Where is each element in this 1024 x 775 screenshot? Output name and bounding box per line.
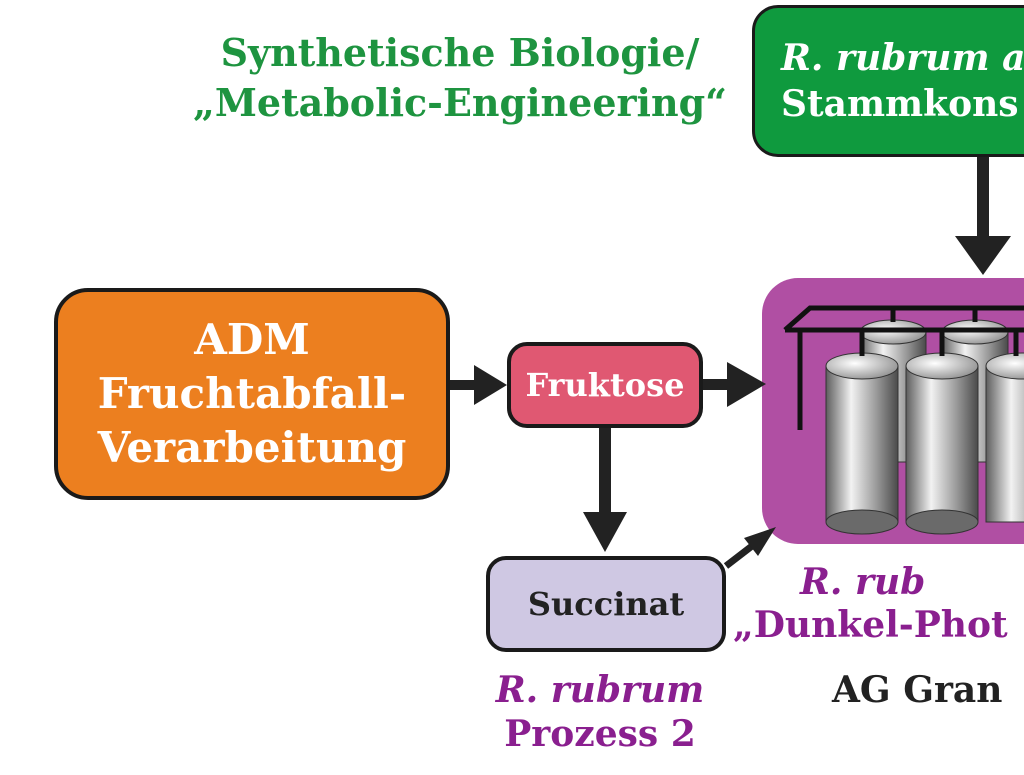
adm-line-3: Verarbeitung bbox=[97, 423, 407, 472]
adm-line-1: ADM bbox=[194, 315, 310, 364]
process-2-name: Prozess 2 bbox=[504, 713, 696, 755]
reactor-tubing bbox=[783, 305, 1024, 430]
adm-fruit-waste-box: ADM Fruchtabfall- Verarbeitung bbox=[54, 288, 450, 500]
reactor-cylinders bbox=[825, 319, 1024, 535]
strain-construction-box: R. rubrum a Stammkons bbox=[752, 5, 1024, 157]
succinate-box: Succinat bbox=[486, 556, 726, 652]
reactor-organism-label: R. rub bbox=[800, 561, 926, 603]
process-2-organism: R. rubrum bbox=[495, 669, 705, 711]
title-line-1: Synthetische Biologie/ bbox=[220, 30, 700, 75]
succinate-label: Succinat bbox=[527, 585, 685, 623]
fructose-box: Fruktose bbox=[507, 342, 703, 428]
arrow-fructose-to-reactor bbox=[703, 362, 766, 407]
arrow-adm-to-fructose bbox=[450, 365, 507, 405]
arrow-succinate-to-reactor bbox=[723, 527, 776, 569]
title-line-2: „Metabolic-Engineering“ bbox=[192, 80, 728, 125]
strain-box-line-2: Stammkons bbox=[781, 83, 1019, 125]
arrow-fructose-to-succinate bbox=[583, 428, 627, 552]
adm-line-2: Fruchtabfall- bbox=[97, 369, 407, 418]
strain-box-line-1: R. rubrum a bbox=[781, 37, 1024, 79]
arrow-strain-to-reactor bbox=[955, 157, 1011, 275]
reactor-group-label: AG Gran bbox=[832, 669, 1003, 711]
synthetic-biology-title: Synthetische Biologie/ „Metabolic-Engine… bbox=[170, 28, 750, 128]
fructose-label: Fruktose bbox=[525, 366, 685, 404]
reactor-process-label: „Dunkel-Phot bbox=[733, 604, 1008, 646]
process-2-label: R. rubrum Prozess 2 bbox=[470, 668, 730, 756]
